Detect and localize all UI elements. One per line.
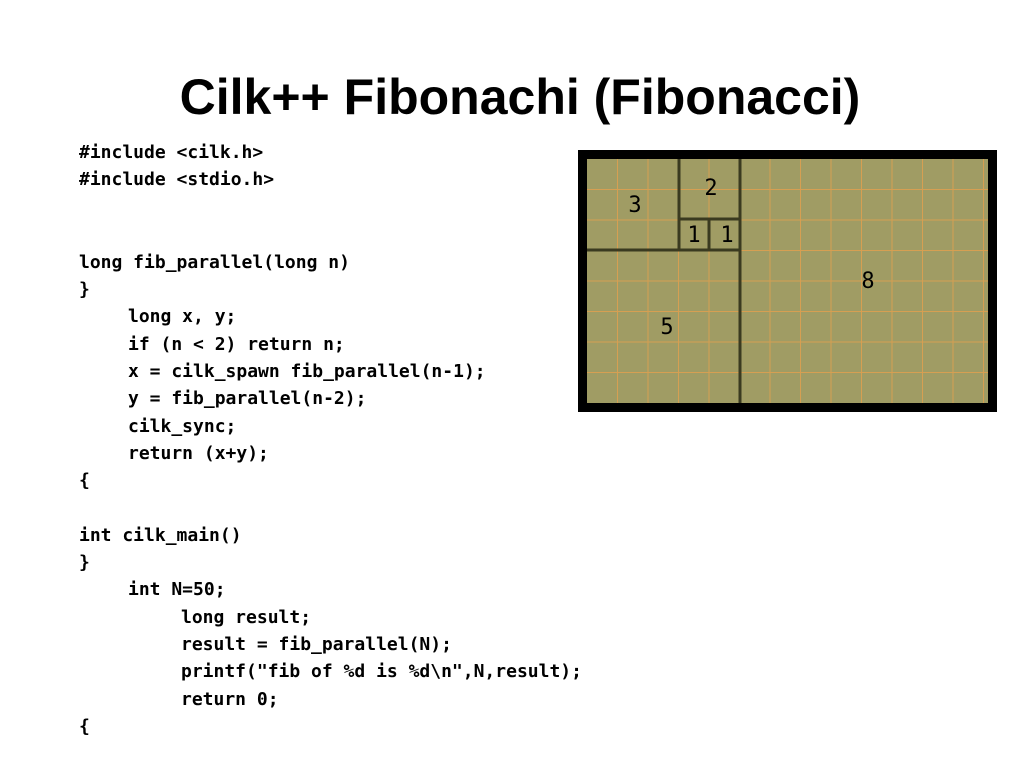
fibonacci-tiling-svg: 3 2 1 1 5 8 bbox=[578, 150, 997, 412]
code-line-include-cilk: #include <cilk.h> bbox=[79, 142, 264, 163]
code-line-assign-result: result = fib_parallel(N); bbox=[181, 634, 452, 655]
code-line-fib-signature: long fib_parallel(long n) bbox=[79, 252, 350, 273]
slide-title: Cilk++ Fibonachi (Fibonacci) bbox=[179, 69, 861, 125]
code-line-include-stdio: #include <stdio.h> bbox=[79, 169, 275, 190]
code-line-base-case: if (n < 2) return n; bbox=[128, 334, 345, 355]
code-line-printf: printf("fib of %d is %d\n",N,result); bbox=[181, 661, 582, 682]
fibonacci-tiling-figure: 3 2 1 1 5 8 bbox=[578, 150, 997, 412]
code-line-fib-open-brace: } bbox=[79, 279, 90, 300]
square-label-8: 8 bbox=[861, 269, 874, 294]
code-line-main-signature: int cilk_main() bbox=[79, 525, 242, 546]
square-label-5: 5 bbox=[660, 315, 673, 340]
code-line-spawn: x = cilk_spawn fib_parallel(n-1); bbox=[128, 361, 486, 382]
figure-grid bbox=[587, 159, 988, 403]
code-line-recursive-call: y = fib_parallel(n-2); bbox=[128, 388, 367, 409]
code-line-sync: cilk_sync; bbox=[128, 416, 237, 437]
square-label-1-left: 1 bbox=[687, 223, 700, 248]
code-line-main-close-brace: { bbox=[79, 716, 90, 737]
code-line-declare-xy: long x, y; bbox=[128, 306, 237, 327]
square-label-2: 2 bbox=[704, 176, 717, 201]
square-dividers bbox=[587, 159, 742, 403]
code-line-return-zero: return 0; bbox=[181, 689, 279, 710]
square-label-1-right: 1 bbox=[720, 223, 733, 248]
code-line-fib-close-brace: { bbox=[79, 470, 90, 491]
code-line-declare-result: long result; bbox=[181, 607, 312, 628]
code-line-declare-n: int N=50; bbox=[128, 579, 226, 600]
square-label-3: 3 bbox=[628, 193, 641, 218]
code-line-main-open-brace: } bbox=[79, 552, 90, 573]
code-line-return-sum: return (x+y); bbox=[128, 443, 269, 464]
